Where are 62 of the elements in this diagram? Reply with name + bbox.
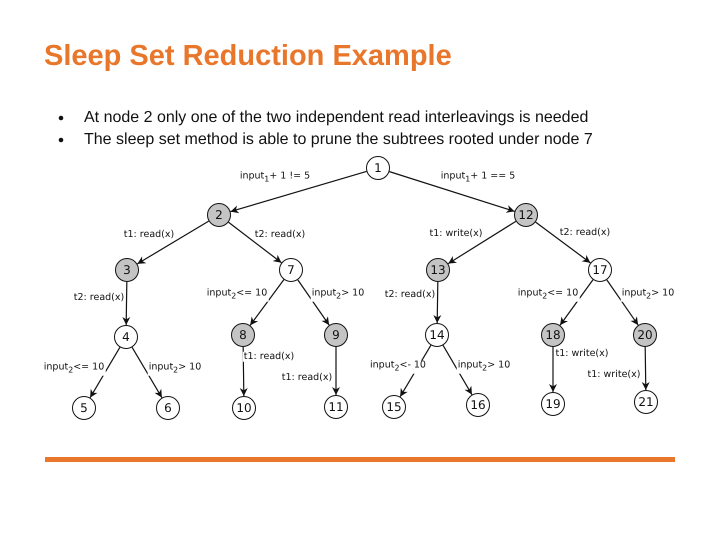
arrow bbox=[250, 279, 284, 326]
tree-node: 18 bbox=[541, 323, 565, 347]
arrow bbox=[642, 347, 650, 390]
edge-label: input$_{2}$> 10 bbox=[620, 288, 676, 302]
tree-node: 21 bbox=[634, 390, 658, 414]
tree-node: 16 bbox=[466, 393, 490, 417]
tree-node: 15 bbox=[382, 395, 406, 419]
bullet-text: At node 2 only one of the two independent read interleavings is needed bbox=[84, 109, 588, 127]
edge-label: t2: read(x) bbox=[254, 230, 306, 240]
tree-node: 9 bbox=[324, 323, 348, 347]
tree-node: 10 bbox=[232, 396, 256, 420]
arrow bbox=[122, 282, 130, 325]
tree-node: 17 bbox=[588, 258, 612, 282]
tree-node: 11 bbox=[324, 395, 348, 419]
arrow bbox=[442, 345, 472, 395]
tree-node: 13 bbox=[426, 258, 450, 282]
edge-label: t2: read(x) bbox=[72, 292, 126, 304]
edge-label: t1: write(x) bbox=[586, 370, 642, 380]
arrow bbox=[230, 170, 367, 214]
edge-label: input$_{2}$> 10 bbox=[456, 360, 512, 374]
arrow bbox=[389, 171, 515, 213]
tree-node: 6 bbox=[156, 396, 180, 420]
tree-node: 8 bbox=[231, 323, 255, 347]
tree-node: 3 bbox=[115, 258, 139, 282]
edge-label: input$_{1}$+ 1 == 5 bbox=[440, 172, 516, 184]
arrow bbox=[90, 347, 120, 398]
arrow bbox=[448, 220, 516, 264]
arrow bbox=[549, 347, 557, 392]
tree-node: 2 bbox=[207, 203, 231, 227]
tree-node: 4 bbox=[114, 325, 138, 349]
tree-node: 14 bbox=[425, 323, 449, 347]
arrow bbox=[228, 222, 282, 264]
arrow bbox=[132, 347, 162, 398]
edge-label: t2: read(x) bbox=[384, 290, 436, 300]
edge-label: t1: read(x) bbox=[242, 352, 296, 362]
edge-label: t1: write(x) bbox=[554, 348, 610, 360]
tree-node: 1 bbox=[366, 156, 390, 180]
edge-label: input$_{2}$<= 10 bbox=[206, 288, 268, 302]
edge-label: t1: read(x) bbox=[280, 372, 334, 384]
edge-label: input$_{2}$> 10 bbox=[310, 288, 366, 302]
tree-node: 20 bbox=[633, 323, 657, 347]
edge-label: input$_{2}$> 10 bbox=[148, 362, 202, 376]
tree-node: 5 bbox=[72, 396, 96, 420]
arrow bbox=[433, 282, 442, 324]
tree-node: 7 bbox=[279, 258, 303, 282]
arrow bbox=[535, 222, 591, 264]
slide-title: Sleep Set Reduction Example bbox=[44, 40, 452, 73]
arrow bbox=[137, 220, 209, 264]
arrow bbox=[606, 280, 639, 326]
edge-label: input$_{1}$+ 1 != 5 bbox=[238, 172, 312, 184]
edge-label: t1: read(x) bbox=[122, 230, 176, 240]
tree-node: 19 bbox=[541, 392, 565, 416]
tree-node: 12 bbox=[514, 203, 538, 227]
arrow bbox=[297, 280, 330, 326]
edge-label: input$_{2}$<= 10 bbox=[42, 362, 106, 376]
edge-label: t1: write(x) bbox=[428, 228, 484, 240]
edge-label: input$_{2}$<- 10 bbox=[369, 360, 427, 374]
arrow bbox=[332, 347, 340, 395]
bullet-text: The sleep set method is able to prune the subtrees rooted under node 7 bbox=[84, 131, 593, 149]
edge-label: t2: read(x) bbox=[558, 228, 612, 238]
edge-label: input$_{2}$<= 10 bbox=[516, 288, 580, 302]
arrow bbox=[560, 279, 594, 326]
